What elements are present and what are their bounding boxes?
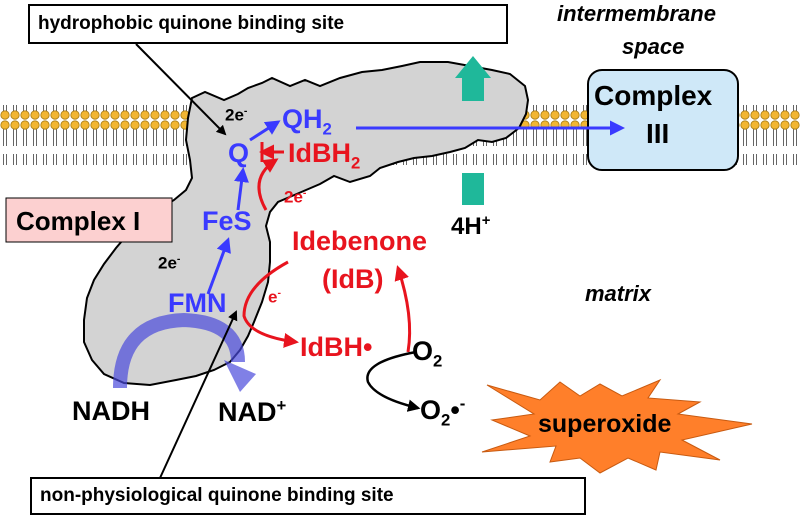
idbh-radical-label: IdBH• <box>300 332 373 362</box>
fes-to-q-arrow <box>234 167 249 211</box>
quinone-label: Q <box>228 138 250 168</box>
complex-i-label: Complex I <box>16 206 141 236</box>
nadh-nad-arrowhead <box>224 360 256 392</box>
electron-count-radical: e- <box>268 287 281 307</box>
idebenone-to-idbh-radical-arrow <box>242 260 299 348</box>
oxygen-label: O2 <box>412 336 443 371</box>
electron-count-q: 2e- <box>225 105 248 125</box>
idebenone-label: Idebenone <box>292 226 428 256</box>
non-physiological-site-label: non-physiological quinone binding site <box>40 485 394 506</box>
q-to-qh2-arrow <box>249 120 281 142</box>
proton-arrow-upper <box>462 76 484 101</box>
ubiquinol-label: QH2 <box>282 104 332 139</box>
complex-i-protein <box>83 61 530 387</box>
hydrophobic-site-label: hydrophobic quinone binding site <box>38 13 345 34</box>
nad-label: NAD+ <box>218 396 287 427</box>
complex-iii-label-line2: III <box>646 118 670 149</box>
complex-i-label-box <box>5 197 173 243</box>
hydrophobic-site-callout: hydrophobic quinone binding site <box>28 4 508 44</box>
fes-label: FeS <box>202 206 252 236</box>
idb-label: (IdB) <box>322 264 384 294</box>
fmn-label: FMN <box>168 288 227 318</box>
idebenone-to-idbh2-arrow <box>257 158 279 211</box>
nadh-nad-curved-arrow <box>113 312 245 389</box>
electron-count-fmn: 2e- <box>158 253 181 273</box>
proton-arrow-lower <box>462 173 484 205</box>
top-callout-pointer <box>135 43 227 136</box>
idbh-radical-to-idebenone-arrow <box>394 265 412 353</box>
fmn-to-fes-arrow <box>206 237 231 295</box>
idbh2-label: IdBH2 <box>288 138 361 173</box>
superoxide-burst <box>481 378 753 474</box>
superoxide-radical-label: O2•- <box>420 394 466 430</box>
o2-to-superoxide-arrow <box>366 350 421 412</box>
proton-arrow-head <box>455 56 491 78</box>
intermembrane-label: intermembrane <box>557 1 716 26</box>
complex-iii-box <box>587 69 739 171</box>
complex-iii-label-line1: Complex <box>594 80 713 111</box>
space-label: space <box>622 34 685 59</box>
electron-count-idebenone: 2e- <box>284 187 307 207</box>
superoxide-label: superoxide <box>538 410 672 438</box>
bottom-callout-pointer <box>159 310 238 479</box>
nadh-label: NADH <box>72 396 150 426</box>
proton-label: 4H+ <box>451 213 491 240</box>
non-physiological-site-callout: non-physiological quinone binding site <box>30 477 586 515</box>
matrix-label: matrix <box>585 281 652 306</box>
